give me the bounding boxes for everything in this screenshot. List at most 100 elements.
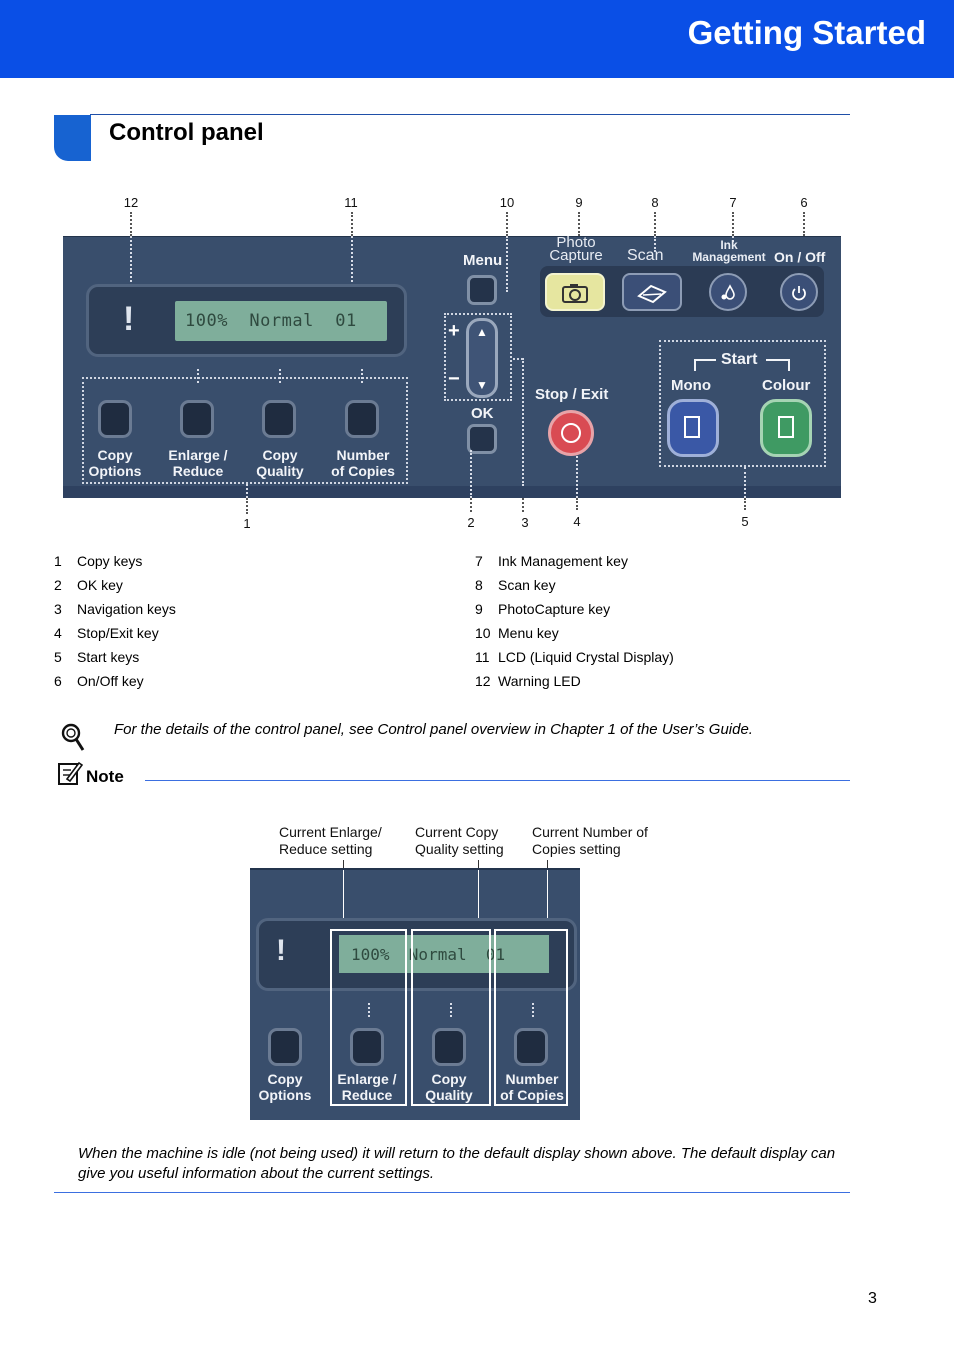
legend-num: 6 xyxy=(54,673,62,689)
caption-line-3 xyxy=(547,870,548,930)
leader-4-outer xyxy=(576,498,578,510)
caption-enlarge-reduce: Current Enlarge/Reduce setting xyxy=(279,824,382,857)
ok-button[interactable] xyxy=(467,424,497,454)
copy-keys-group xyxy=(82,377,408,484)
leader-3-outer xyxy=(522,498,524,512)
enlarge-reduce-label: Enlarge /Reduce xyxy=(168,447,228,479)
leader-3-hook xyxy=(513,358,523,360)
leader-12 xyxy=(130,236,132,306)
copy-keys-tick-3 xyxy=(361,369,363,383)
legend-item: LCD (Liquid Crystal Display) xyxy=(498,649,674,665)
callout-3: 3 xyxy=(521,515,529,530)
leader-6 xyxy=(803,212,805,236)
legend-num: 7 xyxy=(475,553,483,569)
menu-label: Menu xyxy=(463,252,503,269)
start-bracket-right xyxy=(766,359,790,371)
ok-label: OK xyxy=(471,405,494,422)
copy-options-button-2[interactable] xyxy=(268,1028,302,1066)
mono-start-button[interactable] xyxy=(667,399,719,457)
callout-6: 6 xyxy=(800,195,808,210)
down-arrow-icon[interactable]: ▼ xyxy=(476,378,488,392)
stop-icon xyxy=(561,423,581,443)
camera-icon xyxy=(562,284,588,303)
mono-document-icon xyxy=(684,416,700,438)
ink-management-button[interactable] xyxy=(709,273,747,311)
copy-options-button[interactable] xyxy=(98,400,132,438)
legend-num: 2 xyxy=(54,577,62,593)
scan-label: Scan xyxy=(627,247,664,264)
photo-capture-button[interactable] xyxy=(545,273,605,311)
warning-led-2: ! xyxy=(276,934,286,967)
legend-item: Warning LED xyxy=(498,673,581,689)
legend-item: Copy keys xyxy=(77,553,143,569)
copy-keys-tick-1 xyxy=(197,369,199,383)
callout-8: 8 xyxy=(651,195,659,210)
leader-11 xyxy=(351,236,353,298)
tick-copy-quality xyxy=(450,1003,452,1017)
note-label: Note xyxy=(86,767,124,786)
leader-5 xyxy=(744,467,746,498)
legend-item: Stop/Exit key xyxy=(77,625,159,641)
colour-label: Colour xyxy=(762,377,811,394)
legend-num: 9 xyxy=(475,601,483,617)
caption-line-1 xyxy=(343,870,344,930)
callout-12: 12 xyxy=(123,195,139,210)
nav-rocker[interactable] xyxy=(466,318,498,398)
legend-item: Ink Management key xyxy=(498,553,628,569)
leader-4 xyxy=(576,456,578,498)
legend-num: 1 xyxy=(54,553,62,569)
tick-number-of-copies xyxy=(532,1003,534,1017)
legend-item: Scan key xyxy=(498,577,556,593)
callout-2: 2 xyxy=(467,515,475,530)
leader-2 xyxy=(470,450,472,498)
menu-button[interactable] xyxy=(467,275,497,305)
scan-button[interactable] xyxy=(622,273,682,311)
leader-12-outer xyxy=(130,212,132,236)
colour-start-button[interactable] xyxy=(760,399,812,457)
enlarge-reduce-button[interactable] xyxy=(180,400,214,438)
caption-line-2 xyxy=(478,870,479,930)
callout-11: 11 xyxy=(344,195,358,210)
legend-item: Start keys xyxy=(77,649,140,665)
leader-8-outer xyxy=(654,212,656,236)
number-of-copies-button[interactable] xyxy=(345,400,379,438)
legend-num: 4 xyxy=(54,625,62,641)
note-rule xyxy=(145,780,850,781)
warning-led: ! xyxy=(123,300,135,338)
callout-10: 10 xyxy=(499,195,515,210)
section-rule xyxy=(90,114,850,115)
note-bottom-rule xyxy=(54,1192,850,1193)
onoff-button[interactable] xyxy=(780,273,818,311)
control-panel-base xyxy=(63,486,841,498)
lcd-display-2: 100% Normal 01 xyxy=(339,935,549,973)
stop-exit-label: Stop / Exit xyxy=(535,386,609,403)
number-of-copies-button-2[interactable] xyxy=(514,1028,548,1066)
enlarge-reduce-button-2[interactable] xyxy=(350,1028,384,1066)
leader-7-outer xyxy=(732,212,734,236)
leader-7 xyxy=(732,236,734,242)
header-title: Getting Started xyxy=(687,14,926,51)
highlight-enlarge-reduce xyxy=(330,929,407,1106)
leader-3 xyxy=(522,358,524,486)
highlight-number-of-copies xyxy=(494,929,568,1106)
up-arrow-icon[interactable]: ▲ xyxy=(476,325,488,339)
nav-keys-group xyxy=(444,313,512,401)
copy-quality-button-2[interactable] xyxy=(432,1028,466,1066)
section-title: Control panel xyxy=(109,119,264,146)
legend-item: On/Off key xyxy=(77,673,144,689)
leader-9 xyxy=(578,212,580,236)
callout-5: 5 xyxy=(741,514,749,529)
power-icon xyxy=(792,286,806,301)
tip-text: For the details of the control panel, se… xyxy=(114,721,753,738)
legend-item: PhotoCapture key xyxy=(498,601,611,617)
copy-quality-button[interactable] xyxy=(262,400,296,438)
legend-num: 5 xyxy=(54,649,62,665)
